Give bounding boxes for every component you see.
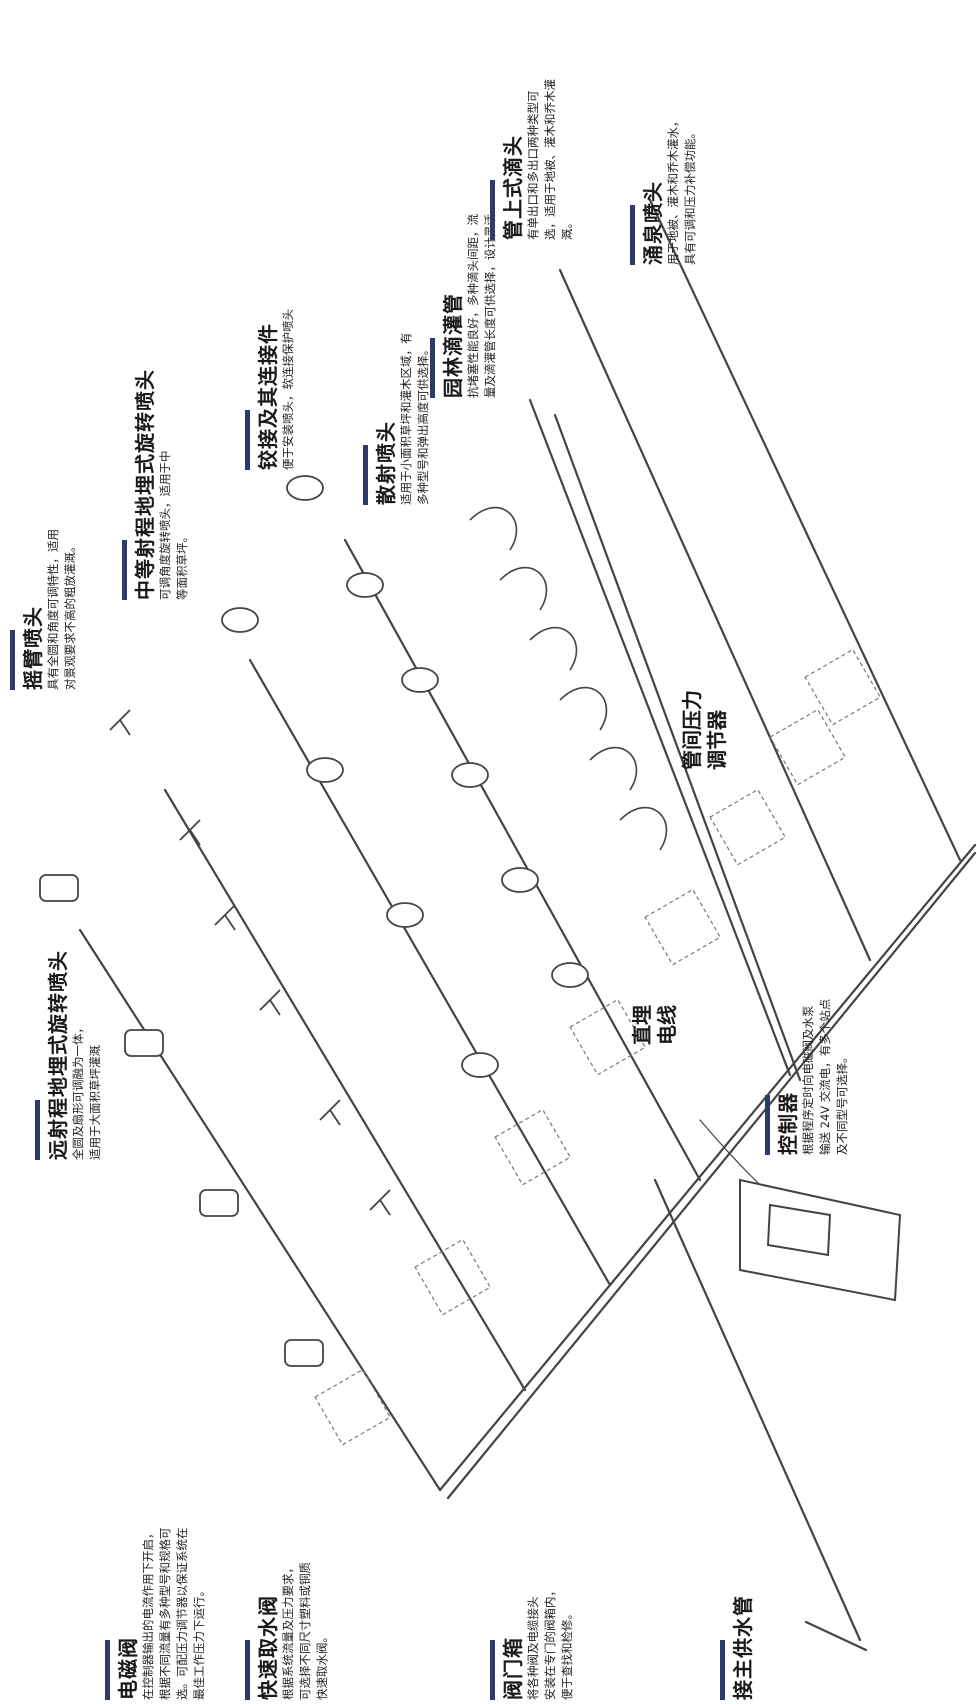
label-desc: 用于地被、灌木和乔木灌水， 具有可调和压力补偿功能。 <box>665 116 699 266</box>
label-solenoid-valve: 电磁阀 在控制器输出的电流作用下开启， 根据不同流量有多种型号和规格可 选。可配… <box>105 1528 208 1701</box>
branch-spray <box>345 540 700 1180</box>
label-hinge: 铰接及其连接件 便于安装喷头，软连接保护喷头 <box>245 309 297 470</box>
label-desc: 根据程序定时向电磁阀及水泵 输送 24V 交流电，有多个站点 及不同型号可选择。 <box>800 999 851 1155</box>
label-title: 控制器 <box>776 999 800 1155</box>
accent-bar <box>105 1640 110 1700</box>
accent-bar <box>430 338 435 398</box>
accent-bar <box>630 205 635 265</box>
label-drip-pipe: 园林滴灌管 抗堵塞性能良好，多种滴头间距，流 量及滴灌管长度可供选择，设计灵活。 <box>430 203 499 399</box>
label-title: 中等射程地埋式旋转喷头 <box>133 369 157 600</box>
valve-box <box>710 790 785 865</box>
label-title: 铰接及其连接件 <box>256 309 280 470</box>
label-mid-range: 中等射程地埋式旋转喷头 可调角度旋转喷头，适用于中 等面积草坪。 <box>122 369 191 600</box>
accent-bar <box>363 445 368 505</box>
spray-head <box>402 668 438 692</box>
drip-loop <box>590 748 636 790</box>
valve-box <box>770 710 845 785</box>
label-valve-box: 阀门箱 将各种阀及电缆接头 安装在专门的阀箱内， 便于查找和检修。 <box>490 1585 576 1700</box>
valve-box <box>495 1110 570 1185</box>
hinge-head <box>287 476 323 500</box>
accent-bar <box>10 630 15 690</box>
rocker-head <box>320 1100 340 1125</box>
label-bubbler: 涌泉喷头 用于地被、灌木和乔木灌水， 具有可调和压力补偿功能。 <box>630 116 699 266</box>
drip-loop <box>470 508 516 550</box>
accent-bar <box>720 1640 725 1700</box>
valve-box <box>645 890 720 965</box>
label-rocker: 摇臂喷头 具有全圆和角度可调特性，适用 对景观要求不高的粗放灌溉。 <box>10 529 79 690</box>
label-title: 管上式滴头 <box>501 79 525 240</box>
label-quick-coupler: 快速取水阀 根据系统流量及压力要求， 可选择不同尺寸塑料或铜质 快速取水阀。 <box>245 1562 331 1700</box>
label-desc: 便于安装喷头，软连接保护喷头 <box>280 309 297 470</box>
label-pressure-regulator: 管间压力 调节器 <box>680 690 730 770</box>
accent-bar <box>490 180 495 240</box>
branch-rocker <box>165 790 525 1390</box>
branch-drip-2 <box>555 415 800 1080</box>
valve-box <box>805 650 880 725</box>
label-desc: 全圆及扇形可调融为一体， 适用于大面积草坪灌溉 <box>70 950 104 1160</box>
long-range-head <box>285 1340 323 1366</box>
label-desc: 有单出口和多出口两种类型可 选，适用于地被、灌木和乔木灌 溉。 <box>525 79 576 240</box>
label-title: 摇臂喷头 <box>21 529 45 690</box>
label-title: 快速取水阀 <box>256 1562 280 1700</box>
label-desc: 具有全圆和角度可调特性，适用 对景观要求不高的粗放灌溉。 <box>45 529 79 690</box>
label-main-supply: 接主供水管 <box>720 1595 755 1700</box>
rocker-head <box>110 710 130 735</box>
rocker-head <box>260 990 280 1015</box>
label-desc: 将各种阀及电缆接头 安装在专门的阀箱内， 便于查找和检修。 <box>525 1585 576 1700</box>
label-title: 园林滴灌管 <box>441 203 465 399</box>
long-range-head <box>200 1190 238 1216</box>
accent-bar <box>35 1100 40 1160</box>
accent-bar <box>490 1640 495 1700</box>
accent-bar <box>765 1095 770 1155</box>
label-title: 涌泉喷头 <box>641 116 665 266</box>
accent-bar <box>245 410 250 470</box>
spray-head <box>502 868 538 892</box>
drip-loop <box>530 628 576 670</box>
spray-head <box>452 763 488 787</box>
mid-range-head <box>387 903 423 927</box>
label-desc: 在控制器输出的电流作用下开启， 根据不同流量有多种型号和规格可 选。可配压力调节… <box>140 1528 208 1701</box>
label-desc: 适用于小面积草坪和灌木区域，有 多种型号和弹出高度可供选择。 <box>398 333 432 506</box>
drip-loop <box>620 808 666 850</box>
drip-loop <box>560 688 606 730</box>
label-title: 远射程地埋式旋转喷头 <box>46 950 70 1160</box>
mid-range-head <box>307 758 343 782</box>
label-long-range: 远射程地埋式旋转喷头 全圆及扇形可调融为一体， 适用于大面积草坪灌溉 <box>35 950 104 1160</box>
mid-range-head <box>222 608 258 632</box>
valve-box <box>415 1240 490 1315</box>
header-pipe <box>440 845 975 1490</box>
long-range-head <box>40 875 78 901</box>
accent-bar <box>245 1640 250 1700</box>
label-on-line-dripper: 管上式滴头 有单出口和多出口两种类型可 选，适用于地被、灌木和乔木灌 溉。 <box>490 79 576 240</box>
label-desc: 根据系统流量及压力要求， 可选择不同尺寸塑料或铜质 快速取水阀。 <box>280 1562 331 1700</box>
drip-loop <box>500 568 546 610</box>
label-title: 接主供水管 <box>731 1595 755 1700</box>
label-direct-burial-wire: 直埋 电线 <box>630 1005 680 1045</box>
rocker-head <box>370 1190 390 1215</box>
branch-dripper <box>560 270 870 960</box>
mid-range-head <box>462 1053 498 1077</box>
label-title: 阀门箱 <box>501 1585 525 1700</box>
accent-bar <box>122 540 127 600</box>
valve-box <box>315 1370 390 1445</box>
spray-head <box>347 573 383 597</box>
label-title: 电磁阀 <box>116 1528 140 1701</box>
label-controller: 控制器 根据程序定时向电磁阀及水泵 输送 24V 交流电，有多个站点 及不同型号… <box>765 999 851 1155</box>
label-spray: 散射喷头 适用于小面积草坪和灌木区域，有 多种型号和弹出高度可供选择。 <box>363 333 432 506</box>
label-title: 散射喷头 <box>374 333 398 506</box>
rocker-head <box>215 905 235 930</box>
long-range-head <box>125 1030 163 1056</box>
label-desc: 可调角度旋转喷头，适用于中 等面积草坪。 <box>157 369 191 600</box>
spray-head <box>552 963 588 987</box>
